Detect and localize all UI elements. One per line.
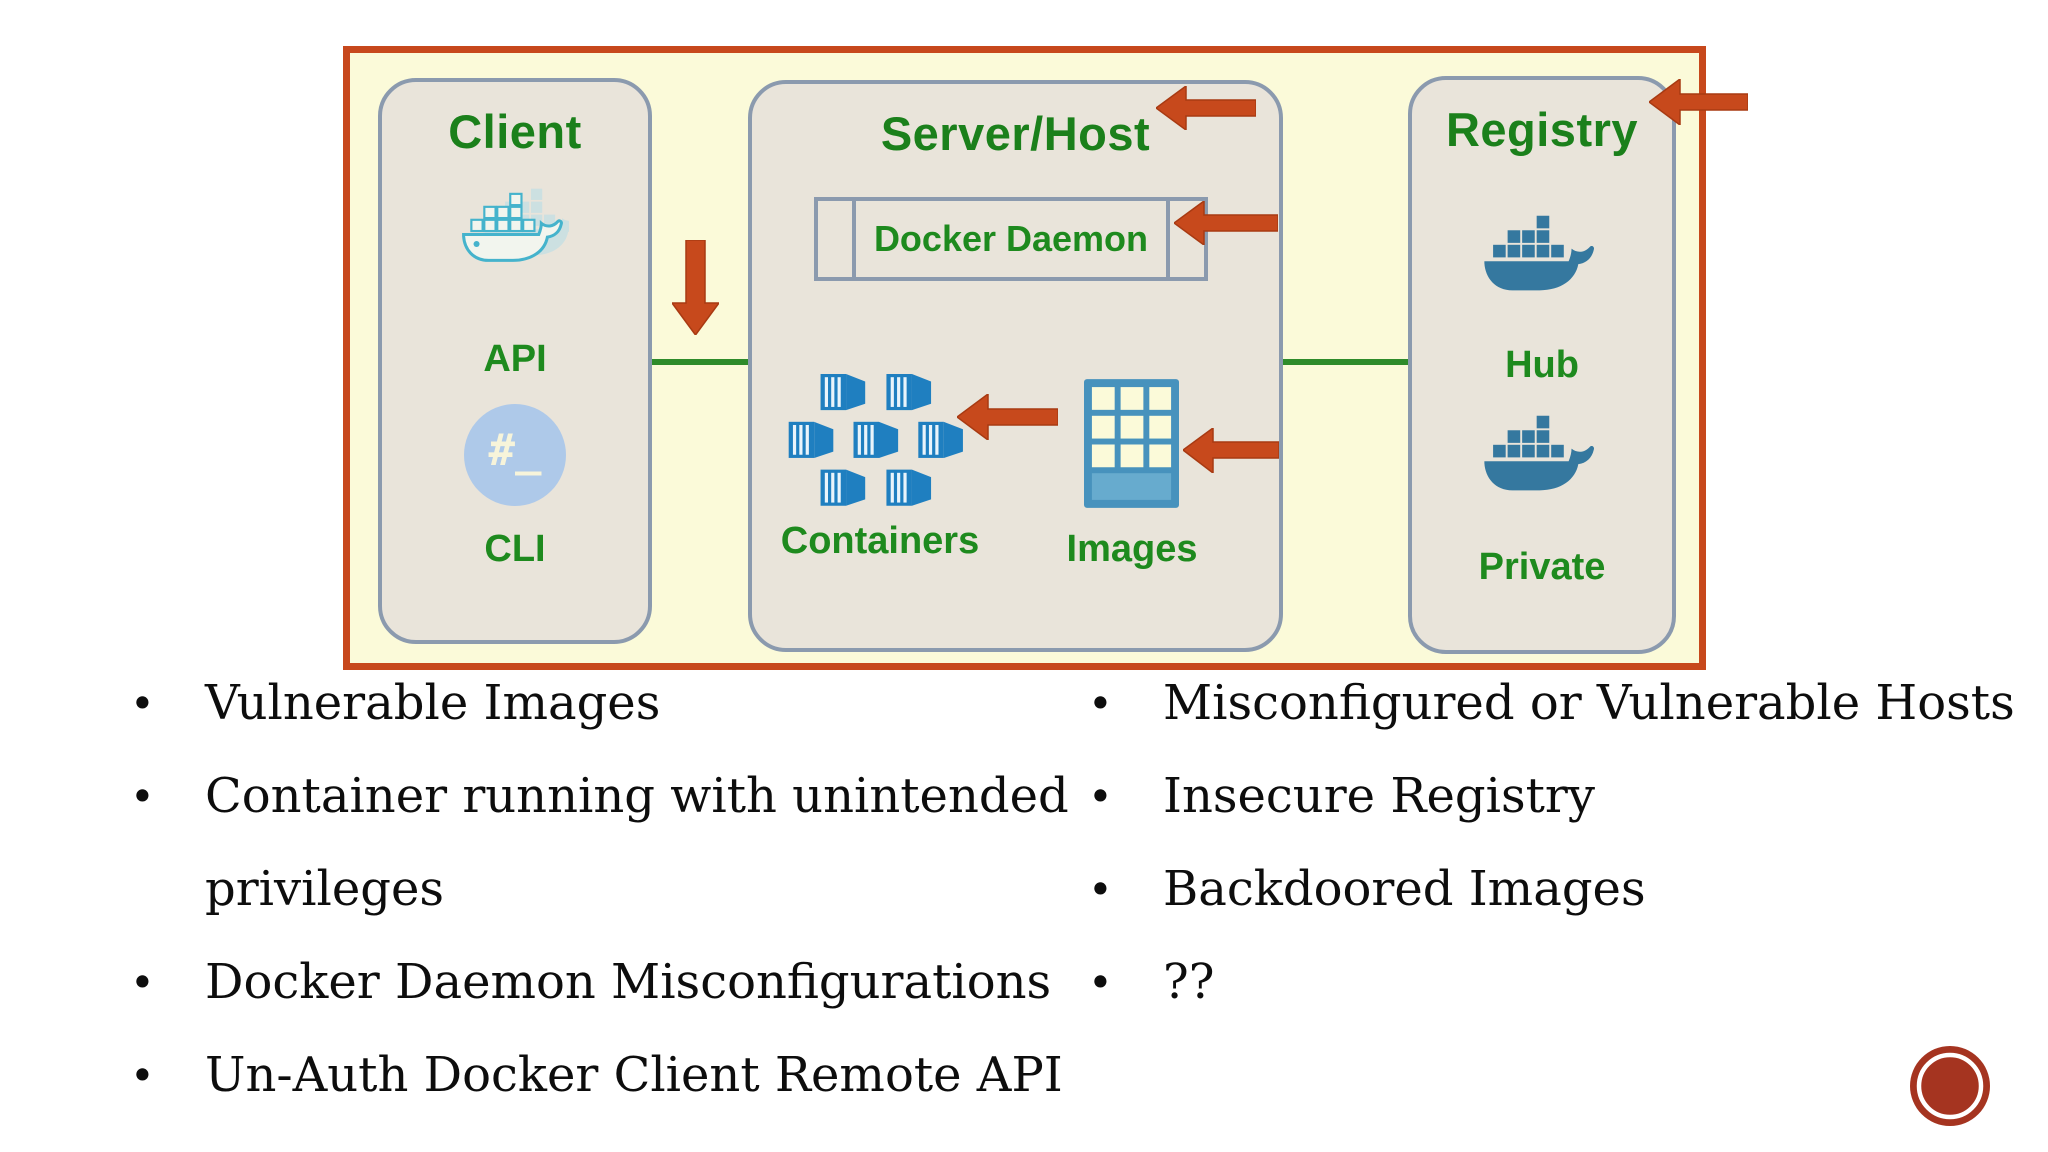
bullet-text: Insecure Registry — [1163, 768, 1595, 824]
attack-arrow-left-containers-icon — [957, 394, 1058, 440]
bullet-dot: • — [1088, 958, 1113, 1007]
bullet-item: • ?? — [1070, 936, 2048, 1029]
client-node-box: Client API #_ CLI — [378, 78, 652, 644]
registry-node-box: Registry Hub Private — [1408, 76, 1676, 654]
docker-hub-whale-icon — [1484, 215, 1595, 291]
docker-private-whale-icon — [1484, 415, 1595, 491]
registry-title: Registry — [1445, 103, 1639, 156]
bullet-text: Container running with unintended privil… — [205, 768, 1069, 917]
containers-cluster-icon — [788, 374, 963, 506]
daemon-bar-divider — [852, 201, 856, 277]
bullet-text: Backdoored Images — [1163, 861, 1646, 917]
daemon-bar-divider — [1166, 201, 1170, 277]
bullet-item: • Backdoored Images — [1070, 843, 2048, 936]
server-registry-connector-line — [1281, 359, 1408, 365]
bullet-dot: • — [1088, 679, 1113, 728]
bullet-dot: • — [1088, 772, 1113, 821]
client-server-connector-line — [650, 359, 750, 365]
bullet-item: • Vulnerable Images — [112, 657, 1135, 750]
attack-arrow-left-registry-icon — [1649, 79, 1748, 125]
docker-whale-outline-icon — [462, 188, 569, 262]
bullet-text: Misconfigured or Vulnerable Hosts — [1163, 675, 2015, 731]
bullet-text: Vulnerable Images — [205, 675, 661, 731]
containers-label: Containers — [780, 520, 980, 562]
private-label: Private — [1478, 546, 1606, 588]
bullet-dot: • — [130, 958, 155, 1007]
server-host-title: Server/Host — [880, 107, 1151, 160]
bullet-text: Un-Auth Docker Client Remote API — [205, 1047, 1063, 1103]
terminal-prompt-glyph: #_ — [488, 425, 542, 476]
attack-arrow-left-docker-daemon-icon — [1174, 201, 1278, 245]
bullet-text: ?? — [1163, 954, 1215, 1010]
hub-label: Hub — [1505, 344, 1579, 386]
images-label: Images — [1066, 528, 1198, 570]
cli-label: CLI — [484, 528, 546, 570]
bullet-item: • Container running with unintended priv… — [112, 750, 1135, 936]
docker-daemon-bar: Docker Daemon — [814, 197, 1208, 281]
bullet-dot: • — [1088, 865, 1113, 914]
red-stamp-icon — [1910, 1046, 1990, 1126]
api-label: API — [483, 338, 547, 380]
left-bullet-list: • Vulnerable Images • Container running … — [112, 657, 1135, 1122]
client-title: Client — [448, 105, 582, 158]
bullet-item: • Insecure Registry — [1070, 750, 2048, 843]
right-bullet-list: • Misconfigured or Vulnerable Hosts • In… — [1070, 657, 2048, 1029]
images-grid-icon — [1084, 379, 1179, 508]
bullet-item: • Misconfigured or Vulnerable Hosts — [1070, 657, 2048, 750]
bullet-dot: • — [130, 1051, 155, 1100]
server-host-node-box: Server/Host Docker Daemon Containers — [748, 80, 1283, 652]
bullet-text: Docker Daemon Misconfigurations — [205, 954, 1052, 1010]
attack-arrow-down-client-server-icon — [672, 240, 719, 335]
attack-arrow-left-server-host-icon — [1156, 86, 1256, 130]
attack-arrow-left-images-icon — [1183, 428, 1279, 473]
bullet-item: • Docker Daemon Misconfigurations — [112, 936, 1135, 1029]
bullet-dot: • — [130, 772, 155, 821]
bullet-item: • Un-Auth Docker Client Remote API — [112, 1029, 1135, 1122]
bullet-dot: • — [130, 679, 155, 728]
cli-terminal-icon: #_ — [464, 404, 566, 506]
docker-daemon-label: Docker Daemon — [873, 218, 1149, 259]
